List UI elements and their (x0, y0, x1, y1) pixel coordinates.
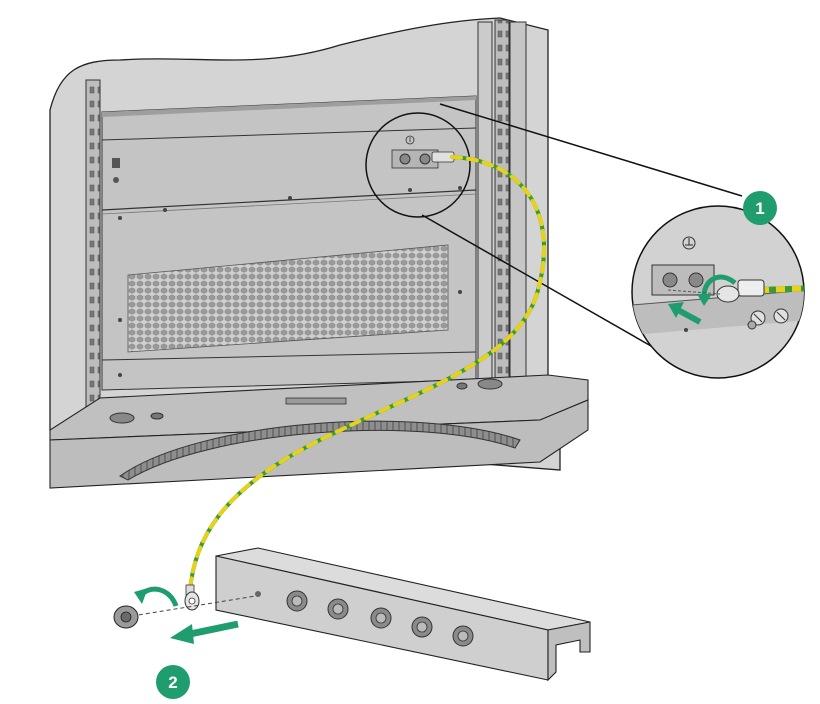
callout-line-top (439, 103, 743, 197)
right-mounting-rail (494, 19, 510, 381)
rotate-arrow-icon (701, 274, 737, 297)
ventilation-grille (127, 244, 449, 353)
ground-symbol-icon (682, 236, 696, 250)
magnify-source-circle (365, 112, 471, 218)
chassis-ground-terminal (391, 135, 455, 169)
cable-management-bracket (215, 547, 591, 682)
rack-cabinet (49, 17, 589, 489)
pull-arrow-icon (676, 307, 702, 325)
ground-nut (113, 595, 257, 629)
zoom-screws (747, 308, 789, 330)
ground-symbol-icon (405, 135, 415, 145)
pull-arrow-icon (189, 620, 239, 638)
right-mounting-rail-front (477, 21, 493, 383)
zoom-detail-circle (631, 205, 805, 379)
ground-cable (184, 155, 547, 611)
step-badge-1: 1 (743, 191, 777, 225)
left-mounting-rail (85, 79, 101, 411)
step-badge-2: 2 (156, 665, 190, 699)
svg-text:2: 2 (168, 673, 177, 692)
svg-text:1: 1 (755, 199, 764, 218)
